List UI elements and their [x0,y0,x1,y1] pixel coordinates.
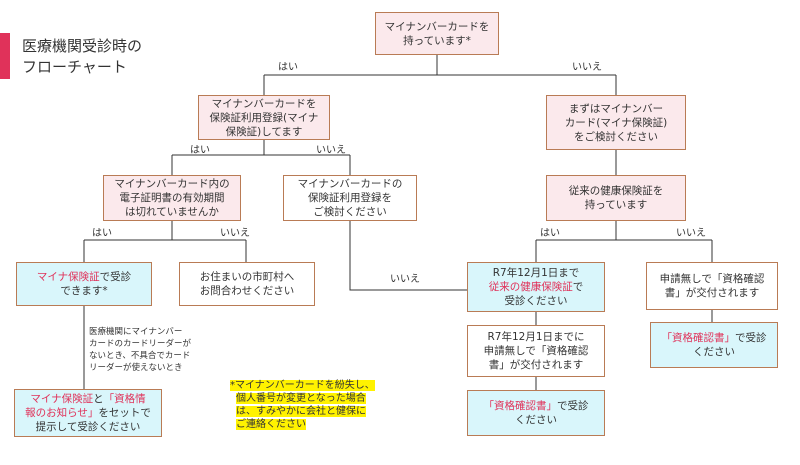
label-yes: はい [540,228,560,239]
box-text: まずはマイナンバー [568,102,664,115]
label-yes: はい [92,228,112,239]
box-text: カード(マイナ保険証) [564,116,668,129]
box-text: お住まいの市町村へ [199,271,295,283]
box-text: 申請無しで「資格確認 [483,345,589,357]
page-title: 医療機関受診時の フローチャート [22,36,142,78]
title-accent-bar [0,33,10,79]
note-text: カードのカードリーダーが [89,339,192,349]
page-title-line: 医療機関受診時の [22,37,143,55]
box-text: で [572,281,584,293]
box-text: マイナンバーカードの [297,178,403,190]
label-no: いいえ [572,62,602,73]
box-text: マイナ保険証で受診 [37,270,131,284]
box-text: で受診 [99,271,132,283]
box-text: 報のお知らせ」をセットで [25,406,151,420]
page-title-line: フローチャート [22,58,127,76]
box-text-highlight: 報のお知らせ」 [25,407,99,419]
box-until-r7: R7年12月1日まで従来の健康保険証で受診ください [467,262,605,312]
box-text: をセットで [98,407,151,419]
box-text: 提示して受診ください [35,421,141,433]
box-text: は切れていませんか [125,206,219,218]
box-text: 保険証利用登録を [307,192,392,204]
box-text: R7年12月1日まで [492,267,580,279]
box-text: マイナンバーカードを [211,97,317,110]
footnote-text: は、すみやかに会社と健保に [230,405,375,418]
box-text: 保険証)してます [225,125,303,138]
box-shikaku-right: 「資格確認書」で受診ください [650,322,778,368]
note-text: 医療機関にマイナンバー [89,327,183,337]
box-text: 受診ください [504,295,568,307]
box-has-old-card: 従来の健康保険証を持っています [546,175,686,221]
box-text: できます* [60,285,108,297]
box-text: 書」が交付されます [664,287,760,299]
box-text: 書」が交付されます [488,359,584,371]
card-reader-note: 医療機関にマイナンバー カードのカードリーダーが ないとき、不具合でカード リー… [89,326,191,374]
label-yes: はい [278,62,298,73]
box-text: ください [515,414,557,426]
box-consider-card: まずはマイナンバーカード(マイナ保険証)をご検討ください [546,95,686,150]
box-text: 従来の健康保険証を [568,185,664,197]
box-text-highlight: マイナ保険証 [36,271,100,283]
box-text: 従来の健康保険証で [489,280,584,294]
box-text: マイナ保険証と「資格情 [25,392,151,406]
footnote-lost-card: *マイナンバーカードを紛失し、 個人番号が変更となった場合 は、すみやかに会社と… [230,379,375,431]
box-text: 申請無しで「資格確認 [659,273,765,285]
label-no: いいえ [220,228,250,239]
box-text: と [93,393,104,405]
note-text: ないとき、不具合でカード [89,351,191,361]
box-shikaku-mid: 「資格確認書」で受診ください [467,390,605,436]
box-text: マイナンバーカード内の [114,178,230,190]
box-text: 持っています* [403,34,471,47]
footnote-text: ご連絡ください [230,418,375,431]
box-text: お問合わせください [199,285,295,297]
box-cert-valid: マイナンバーカード内の電子証明書の有効期間は切れていませんか [103,175,241,221]
box-text: R7年12月1日までに [487,331,585,343]
box-text-highlight: 「資格情 [103,393,146,405]
box-text: で受診 [557,400,589,412]
box-myna-notice: マイナ保険証と「資格情報のお知らせ」をセットで提示して受診ください [14,389,162,437]
box-text-highlight: 従来の健康保険証 [488,281,573,293]
box-r7-issued: R7年12月1日までに申請無しで「資格確認書」が交付されます [467,325,605,377]
box-registered-myna: マイナンバーカードを保険証利用登録(マイナ保険証)してます [198,95,330,140]
box-text: 「資格確認書」で受診 [662,331,767,345]
box-use-myna: マイナ保険証で受診できます* [16,262,152,306]
footnote-text: *マイナンバーカードを紛失し、 [230,379,375,392]
box-text: 持っています [584,199,648,211]
label-no: いいえ [390,274,420,285]
box-text: 「資格確認書」で受診 [484,399,589,413]
footnote-text: 個人番号が変更となった場合 [230,392,375,405]
box-no-application: 申請無しで「資格確認書」が交付されます [646,262,778,310]
box-text-highlight: 「資格確認書」 [483,400,558,412]
box-text: ご検討ください [313,206,387,218]
connector [349,221,467,291]
box-ask-city: お住まいの市町村へお問合わせください [179,262,315,306]
box-text: 保険証利用登録(マイナ [209,111,319,124]
box-text: 電子証明書の有効期間 [119,192,225,204]
footnote-highlight: 個人番号が変更となった場合 [236,393,366,404]
box-text: をご検討ください [573,130,658,143]
label-no: いいえ [316,145,346,156]
box-text-highlight: マイナ保険証 [30,393,94,405]
label-no: いいえ [676,228,706,239]
footnote-highlight: ご連絡ください [236,419,306,430]
footnote-highlight: は、すみやかに会社と健保に [236,406,366,417]
box-text: ください [693,346,735,358]
footnote-highlight: *マイナンバーカードを紛失し、 [230,380,375,391]
box-text-highlight: 「資格確認書」 [661,332,736,344]
note-text: リーダーが使えないとき [89,363,183,373]
box-text: で受診 [735,332,767,344]
box-has-mynumber-card: マイナンバーカードを持っています* [375,12,499,55]
box-text: マイナンバーカードを [384,20,490,33]
box-consider-register: マイナンバーカードの保険証利用登録をご検討ください [283,175,417,221]
label-yes: はい [190,145,210,156]
